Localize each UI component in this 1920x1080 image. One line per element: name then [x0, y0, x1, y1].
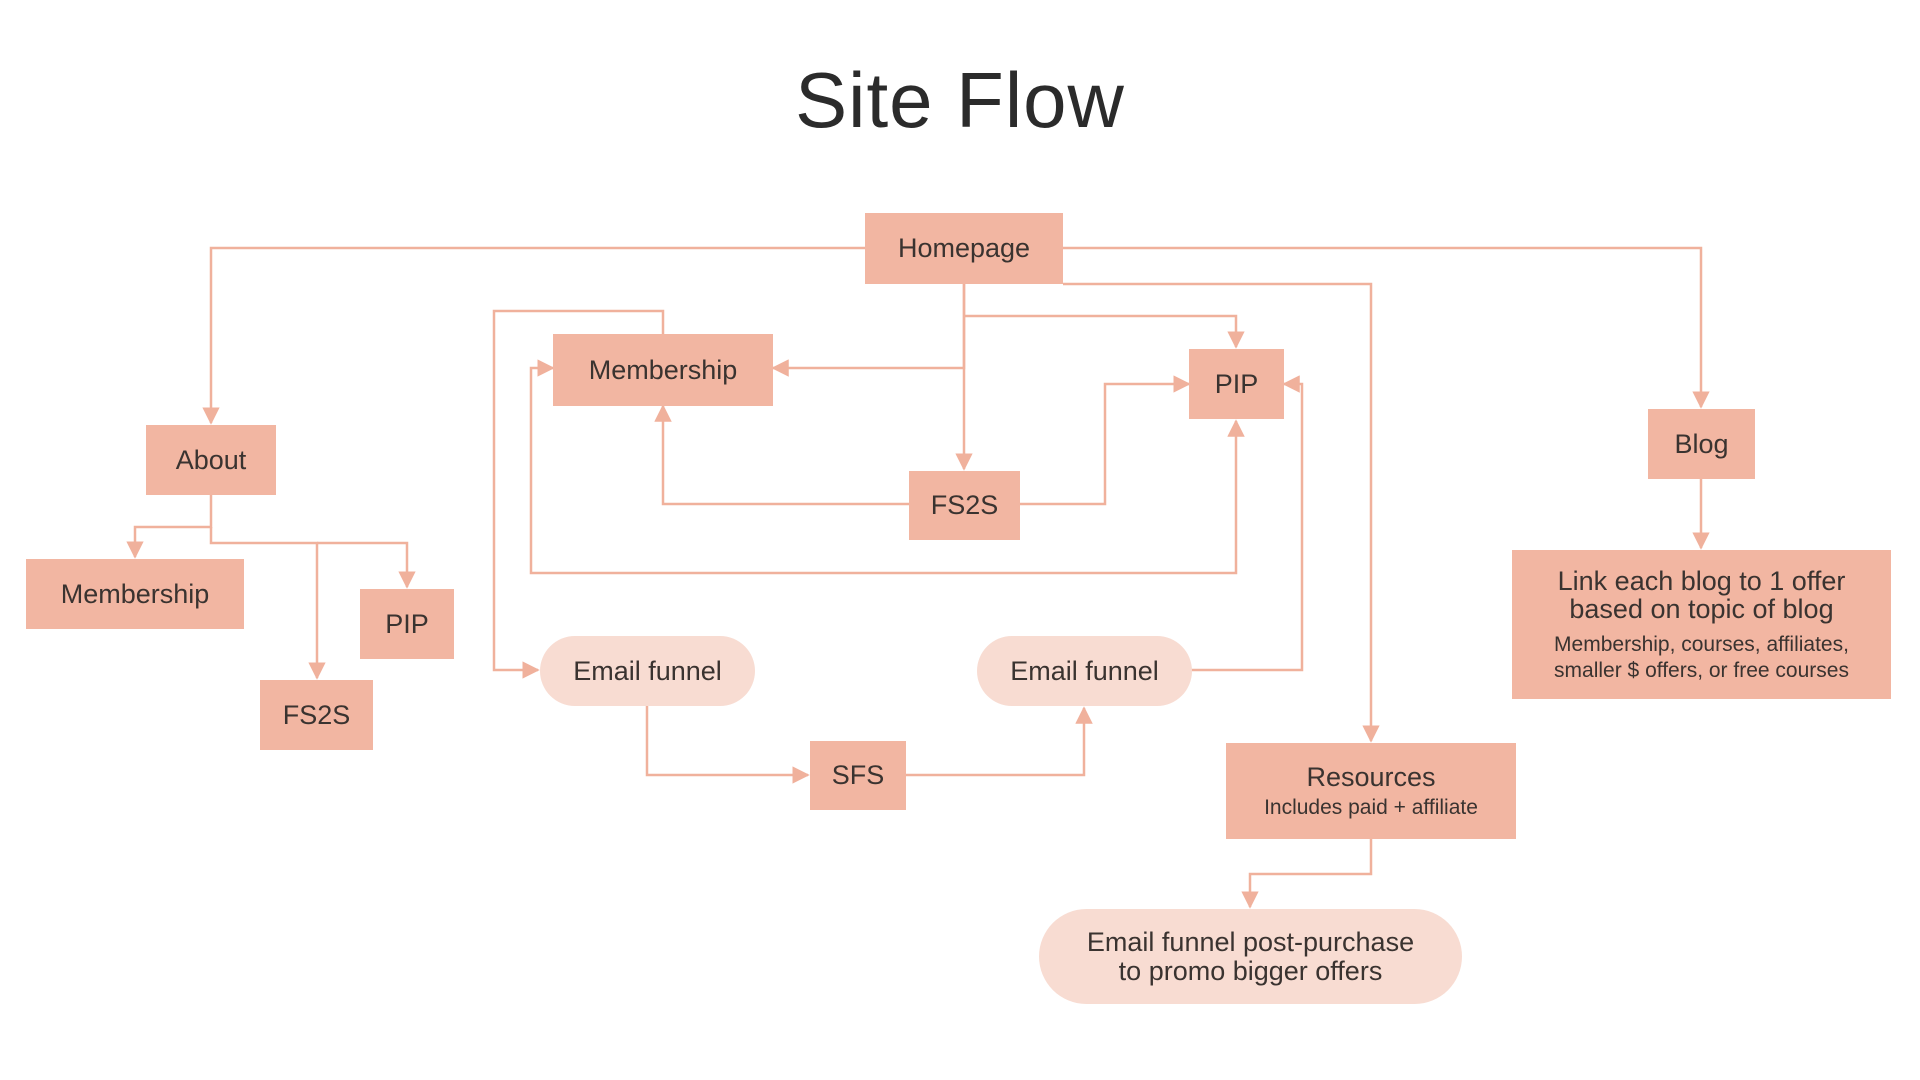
connector-about-membership [126, 495, 213, 559]
blog-offer-node[interactable]: Link each blog to 1 offer based on topic… [1512, 550, 1891, 699]
pip-label: PIP [1214, 368, 1259, 399]
connector-fs2s-membership [654, 404, 909, 506]
connector-homepage-resources [1063, 282, 1380, 743]
connector-membership-email-funnel [492, 309, 665, 679]
connector-homepage-pip [964, 314, 1245, 349]
blog-node[interactable]: Blog [1648, 409, 1755, 479]
email-funnel-post-purchase-node[interactable]: Email funnel post-purchase to promo bigg… [1039, 909, 1462, 1004]
blog-offer-line2: based on topic of blog [1569, 594, 1834, 625]
membership-node[interactable]: Membership [553, 334, 773, 406]
connector-membership-pip-loop [529, 359, 1245, 575]
connector-email-funnel-sfs [645, 705, 810, 784]
connector-homepage-blog [1063, 246, 1710, 409]
fs2s-label: FS2S [930, 490, 999, 521]
blog-offer-note-line1: Membership, courses, affiliates, [1554, 632, 1849, 656]
connector-resources-post-funnel [1241, 839, 1373, 909]
email-funnel-left-node[interactable]: Email funnel [540, 636, 755, 706]
sfs-node[interactable]: SFS [810, 741, 906, 810]
blog-offer-note-line2: smaller $ offers, or free courses [1554, 658, 1849, 682]
email-funnel-post-line1: Email funnel post-purchase [1086, 927, 1415, 958]
pip-node[interactable]: PIP [1189, 349, 1284, 419]
connector-homepage-about [202, 246, 865, 425]
blog-label: Blog [1674, 428, 1729, 459]
connector-sfs-email-funnel [906, 706, 1093, 777]
connector-about-fs2s [209, 527, 326, 680]
homepage-label: Homepage [897, 233, 1031, 264]
connector-homepage-membership [771, 284, 966, 377]
about-node[interactable]: About [146, 425, 276, 495]
about-fs2s-label: FS2S [282, 699, 351, 730]
sfs-label: SFS [831, 760, 885, 791]
fs2s-node[interactable]: FS2S [909, 471, 1020, 540]
about-fs2s-node[interactable]: FS2S [260, 680, 373, 750]
email-funnel-left-label: Email funnel [573, 655, 722, 686]
connector-email-funnel-pip [1190, 375, 1304, 672]
resources-node[interactable]: Resources Includes paid + affiliate [1226, 743, 1516, 839]
membership-label: Membership [588, 354, 738, 385]
about-membership-node[interactable]: Membership [26, 559, 244, 629]
about-membership-label: Membership [60, 578, 210, 609]
resources-note: Includes paid + affiliate [1264, 796, 1478, 820]
about-pip-node[interactable]: PIP [360, 589, 454, 659]
email-funnel-post-line2: to promo bigger offers [1118, 955, 1383, 986]
email-funnel-right-node[interactable]: Email funnel [977, 636, 1192, 706]
blog-offer-line1: Link each blog to 1 offer [1557, 566, 1846, 597]
homepage-node[interactable]: Homepage [865, 213, 1063, 284]
email-funnel-right-label: Email funnel [1010, 655, 1159, 686]
connector-about-pip [317, 541, 416, 589]
resources-label: Resources [1306, 761, 1436, 792]
about-label: About [175, 444, 247, 475]
about-pip-label: PIP [385, 608, 429, 639]
page-title: Site Flow [795, 56, 1125, 144]
connector-fs2s-pip [1020, 375, 1191, 506]
